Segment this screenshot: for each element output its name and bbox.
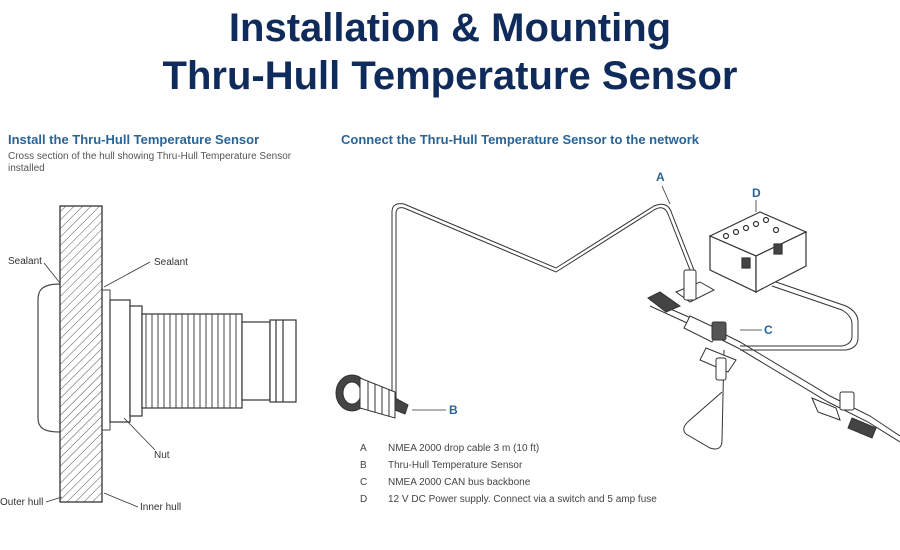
legend-key: D — [360, 494, 368, 505]
label-inner-hull: Inner hull — [140, 502, 182, 513]
callout-leaders — [412, 185, 762, 411]
legend-row: C NMEA 2000 CAN bus backbone — [360, 474, 657, 491]
legend-key: A — [360, 443, 367, 454]
callout-a: A — [656, 170, 665, 184]
legend-key: B — [360, 460, 367, 471]
t-connectors — [647, 269, 877, 439]
power-cable — [740, 281, 859, 351]
page-title-line-1: Installation & Mounting — [228, 6, 672, 50]
page-title-line-2: Thru-Hull Temperature Sensor — [162, 54, 738, 98]
legend-text: Thru-Hull Temperature Sensor — [388, 460, 523, 471]
legend-text: NMEA 2000 drop cable 3 m (10 ft) — [388, 443, 540, 454]
legend-row: D 12 V DC Power supply. Connect via a sw… — [360, 491, 657, 508]
sensor-threads — [145, 314, 237, 408]
callout-d: D — [752, 186, 761, 200]
left-panel-heading: Install the Thru-Hull Temperature Sensor — [8, 132, 260, 147]
legend: A NMEA 2000 drop cable 3 m (10 ft) B Thr… — [360, 440, 657, 508]
legend-text: NMEA 2000 CAN bus backbone — [388, 477, 531, 488]
legend-key: C — [360, 477, 368, 488]
hull-cross-section — [37, 205, 243, 503]
left-panel-subheading: Cross section of the hull showing Thru-H… — [8, 151, 292, 174]
left-leader-lines — [43, 261, 156, 508]
legend-row: A NMEA 2000 drop cable 3 m (10 ft) — [360, 440, 657, 457]
right-panel-heading: Connect the Thru-Hull Temperature Sensor… — [341, 132, 700, 147]
legend-text: 12 V DC Power supply. Connect via a swit… — [388, 494, 657, 505]
label-sealant-outer: Sealant — [8, 256, 42, 267]
label-nut: Nut — [154, 450, 170, 461]
sensor-unit — [335, 374, 409, 419]
callout-c: C — [764, 323, 773, 337]
callout-b: B — [449, 403, 458, 417]
legend-row: B Thru-Hull Temperature Sensor — [360, 457, 657, 474]
label-outer-hull: Outer hull — [0, 497, 44, 508]
drop-cable — [391, 203, 695, 411]
label-sealant-inner: Sealant — [154, 257, 188, 268]
sensor-stem — [241, 319, 297, 403]
power-supply — [708, 211, 808, 293]
